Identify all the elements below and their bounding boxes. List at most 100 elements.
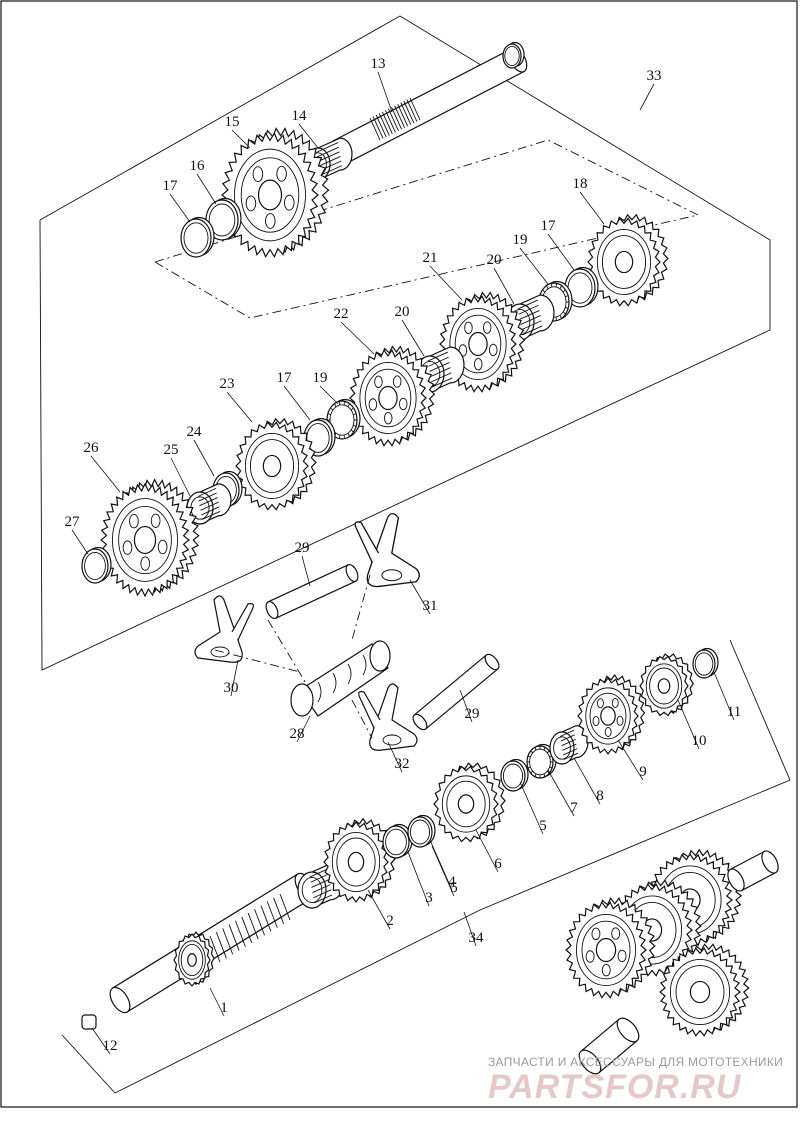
part-number-label: 23 — [220, 376, 235, 392]
part-number-label: 17 — [541, 218, 557, 234]
leader-line — [377, 71, 393, 113]
spline-mark — [378, 113, 390, 136]
gear-15 — [221, 127, 330, 259]
shift-fork-31 — [354, 512, 420, 588]
leader-line — [209, 987, 225, 1017]
leader-line — [617, 739, 644, 781]
leader-line — [283, 385, 311, 421]
guide-line — [351, 574, 371, 641]
gear-3 — [323, 817, 396, 904]
spline-mark — [403, 100, 415, 124]
spline-mark — [381, 111, 393, 135]
part-number-label: 31 — [423, 598, 438, 614]
gear-10 — [639, 653, 695, 717]
spline-mark — [215, 932, 227, 959]
leader-line — [298, 123, 319, 149]
part-number-label: 11 — [727, 704, 741, 720]
gear-6 — [433, 762, 506, 843]
leader-line — [169, 193, 191, 223]
watermark-logo: PARTSFOR.RU — [488, 1068, 742, 1106]
part-number-label: 22 — [334, 306, 349, 322]
spline-mark — [260, 905, 272, 932]
gear-23 — [235, 417, 317, 511]
spline-mark — [228, 924, 240, 951]
leader-line — [713, 671, 735, 721]
watermark-caption: ЗАПЧАСТИ И АКСЕССУАРЫ ДЛЯ МОТОТЕХНИКИ — [488, 1055, 783, 1069]
part-number-label: 12 — [103, 1038, 118, 1054]
shift-fork-30 — [194, 595, 254, 663]
leader-line — [401, 319, 425, 357]
spline-mark — [254, 909, 265, 936]
part-number-label: 28 — [290, 726, 305, 742]
gear-22 — [349, 345, 436, 447]
part-number-label: 25 — [164, 442, 179, 458]
leader-line — [196, 173, 217, 205]
leader-line — [547, 233, 575, 271]
leader-line — [226, 391, 253, 423]
leader-line — [170, 457, 191, 497]
spline-mark — [409, 97, 421, 121]
spline-mark — [209, 935, 221, 963]
diagram-frame — [0, 0, 798, 1108]
assembled-shaft-upper — [727, 850, 779, 892]
part-number-label: 1 — [220, 1000, 228, 1016]
fork-rod-29-b — [412, 653, 500, 731]
leader-line — [71, 529, 89, 555]
part-number-label: 15 — [225, 114, 240, 130]
part-number-label: 19 — [313, 370, 328, 386]
spline-mark — [388, 108, 399, 131]
spline-mark — [273, 897, 285, 924]
leader-line — [319, 385, 339, 405]
part-number-label: 20 — [487, 252, 502, 268]
leader-line — [429, 265, 463, 301]
leader-line — [519, 781, 544, 835]
part-number-label: 18 — [573, 176, 588, 192]
shaft-end-13 — [502, 41, 525, 69]
leader-line — [409, 579, 431, 615]
part-number-label: 30 — [224, 680, 239, 696]
spline-mark — [391, 107, 402, 130]
assembled-gear-c — [659, 943, 750, 1037]
snap-ring-5-b — [500, 758, 529, 792]
gear-26 — [100, 478, 200, 598]
gear-9 — [577, 673, 646, 756]
part-number-label: 10 — [692, 733, 707, 749]
plug-12 — [81, 1014, 97, 1030]
part-number-label: 17 — [277, 370, 293, 386]
subassembly-dashed-outline — [154, 139, 700, 319]
washer-27 — [81, 546, 112, 584]
leader-line — [475, 829, 499, 873]
leader-line — [296, 715, 311, 743]
leader-line — [429, 839, 453, 891]
spline-mark — [372, 116, 384, 139]
part-number-label: 33 — [647, 68, 662, 84]
part-number-label: 6 — [494, 856, 502, 872]
leader-line — [493, 267, 515, 305]
part-number-label: 9 — [639, 764, 647, 780]
part-number-label: 13 — [371, 56, 386, 72]
leader-line — [91, 1027, 111, 1055]
part-number-label: 8 — [596, 788, 604, 804]
leader-line — [193, 439, 215, 477]
shift-drum-28 — [290, 640, 391, 717]
part-number-label: 19 — [513, 232, 528, 248]
guide-line — [351, 699, 373, 739]
leader-line — [547, 769, 575, 817]
spline-mark — [235, 920, 246, 947]
leader-line — [677, 699, 700, 750]
leader-line — [90, 455, 121, 493]
part-number-label: 14 — [292, 108, 308, 124]
spline-mark — [394, 105, 406, 128]
part-number-label: 7 — [570, 800, 578, 816]
mainshaft-13 — [330, 47, 528, 165]
snap-ring-5 — [407, 814, 436, 848]
leader-line — [231, 129, 251, 149]
part-number-label: 4 — [448, 874, 456, 890]
part-number-label: 29 — [465, 706, 480, 722]
leader-line — [579, 191, 605, 225]
spline-mark — [369, 117, 381, 141]
part-number-label: 32 — [395, 756, 410, 772]
part-number-label: 24 — [187, 424, 203, 440]
